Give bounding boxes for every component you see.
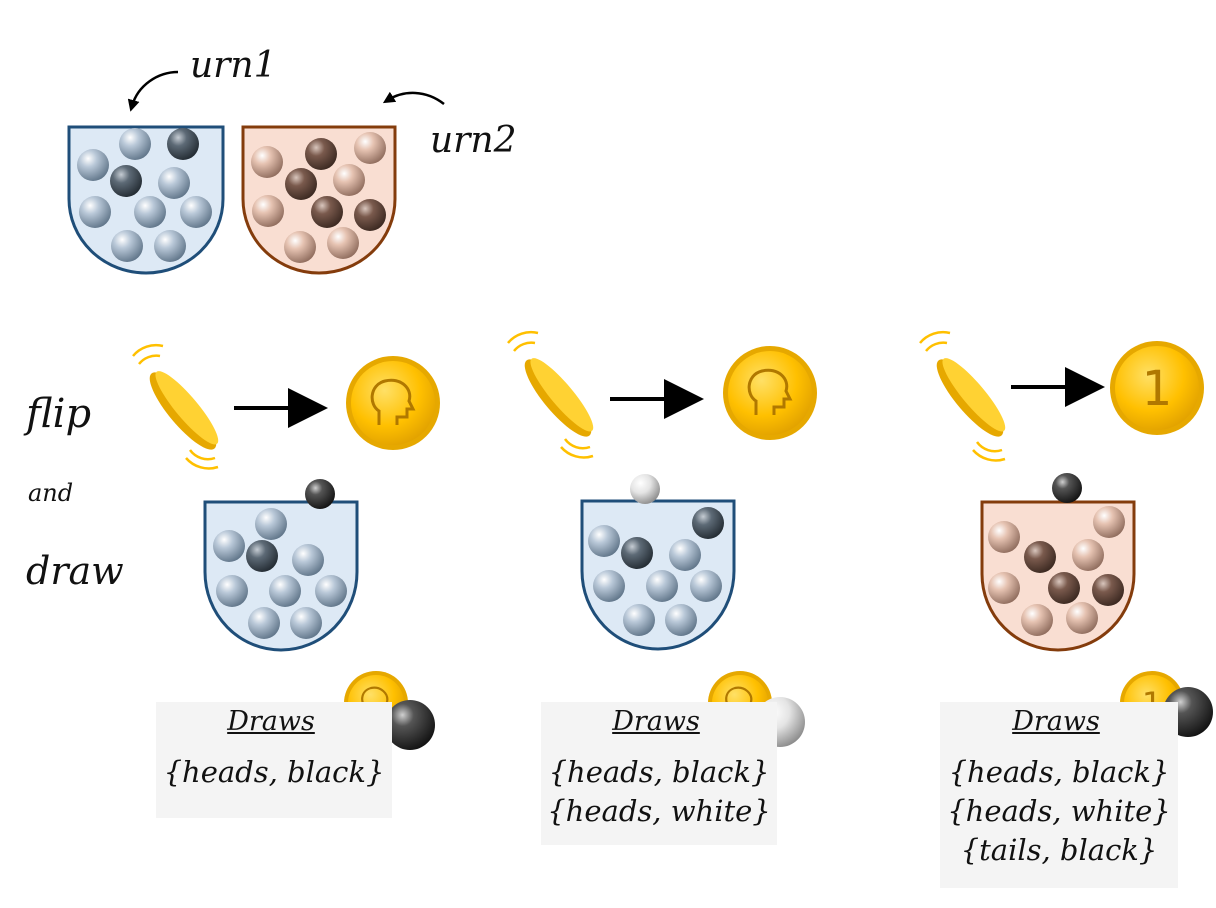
urn1-draw — [203, 500, 359, 652]
draws-box-3: Draws {heads, black} {heads, white} {tai… — [940, 702, 1178, 888]
drawn-ball-black — [305, 479, 335, 509]
draws-box-1: Draws {heads, black} — [156, 702, 392, 818]
urn1-top — [67, 125, 225, 275]
drawn-ball-white — [630, 474, 660, 504]
flipping-coin — [524, 358, 594, 437]
heads-coin-icon — [723, 346, 817, 440]
and-label: and — [28, 479, 73, 507]
wiggle-lines — [919, 330, 1006, 462]
draws-list: {heads, black} {heads, white} {tails, bl… — [940, 753, 1178, 870]
flipping-coin — [936, 358, 1006, 437]
draws-title: Draws — [1012, 706, 1100, 737]
urn1-arrow — [127, 70, 179, 112]
panel-3: 1 1 — [919, 330, 1213, 737]
draw-entry: {heads, white} — [547, 794, 771, 828]
draws-list: {heads, black} — [156, 753, 392, 792]
urn2-top — [241, 125, 397, 275]
urn1-draw — [580, 499, 736, 651]
flipping-coin — [149, 371, 219, 450]
draw-entry: {heads, black} — [548, 755, 770, 789]
draw-entry: {heads, white} — [947, 794, 1171, 828]
draws-title: Draws — [612, 706, 700, 737]
urn2-balls — [251, 132, 386, 263]
draw-entry: {heads, black} — [163, 755, 385, 789]
wiggle-lines — [132, 343, 219, 470]
urn1-label: urn1 — [190, 45, 276, 86]
tails-coin-glyph: 1 — [1142, 361, 1173, 417]
drawn-ball-black — [1052, 473, 1082, 503]
panel-2 — [507, 330, 817, 747]
urn2-label: urn2 — [430, 120, 516, 161]
draw-entry: {tails, black} — [960, 833, 1158, 867]
draws-box-2: Draws {heads, black} {heads, white} — [541, 702, 777, 845]
heads-coin-icon — [346, 356, 440, 450]
draw-label: draw — [26, 549, 124, 593]
wiggle-lines — [507, 330, 594, 459]
draw-entry: {heads, black} — [948, 755, 1170, 789]
flip-label: flip — [23, 391, 91, 437]
panel-1 — [132, 343, 440, 750]
draws-list: {heads, black} {heads, white} — [541, 753, 777, 831]
urn2-draw — [980, 500, 1136, 652]
urn2-arrow — [382, 91, 445, 105]
tails-coin-icon: 1 — [1110, 341, 1204, 435]
draws-title: Draws — [227, 706, 315, 737]
urn1-balls — [77, 128, 212, 262]
result-ball-black-icon — [385, 700, 435, 750]
